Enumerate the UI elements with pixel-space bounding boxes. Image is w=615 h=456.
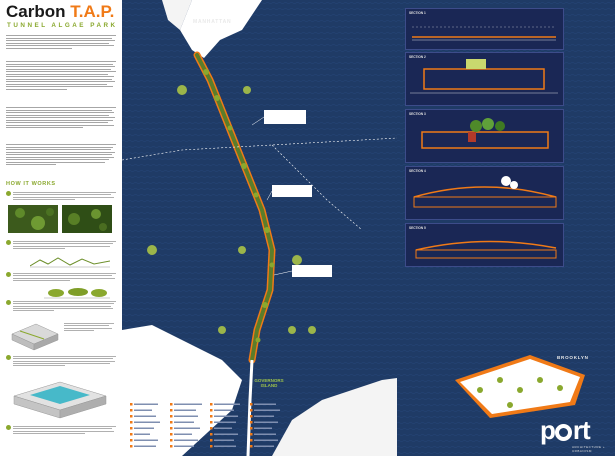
how-it-works-heading: HOW IT WORKS	[6, 181, 56, 187]
legend	[130, 401, 375, 451]
step-bullet-icon	[6, 425, 11, 430]
step-bullet-icon	[6, 191, 11, 196]
poster-title: Carbon T.A.P.	[6, 2, 114, 22]
algae-tank-diagram	[13, 381, 107, 419]
logo-letter-p: p	[540, 415, 556, 445]
manhattan-label: MANHATTAN	[193, 19, 232, 25]
body-paragraph-1	[6, 60, 116, 91]
step-bullet-icon	[6, 300, 11, 305]
title-main: Carbon	[6, 2, 66, 21]
map-drawing	[122, 0, 397, 456]
tunnel-cross-section-diagram	[11, 323, 59, 351]
section-5-panel: SECTION 5	[405, 223, 564, 267]
logo-tagline: ARCHITECTURE + URBANISM	[572, 445, 606, 453]
governors-island-label: GOVERNORS ISLAND	[254, 378, 284, 388]
section-label: SECTION 1	[409, 11, 426, 15]
governors-island-plan	[455, 355, 585, 418]
logo-o-ring	[555, 424, 573, 441]
section-label: SECTION 2	[409, 55, 426, 59]
logo-letters-rt: rt	[572, 415, 591, 445]
step-bullet-icon	[6, 355, 11, 360]
section-1-panel: SECTION 1	[405, 8, 564, 50]
step-bullet-icon	[6, 240, 11, 245]
canopy-diagram	[44, 288, 110, 299]
algae-photo-thumbnails	[8, 205, 112, 233]
poster-subtitle: TUNNEL ALGAE PARK	[7, 22, 118, 29]
section-4-panel: SECTION 4	[405, 166, 564, 220]
section-3-panel: SECTION 3	[405, 109, 564, 163]
left-text-column: Carbon T.A.P. TUNNEL ALGAE PARK	[0, 0, 122, 456]
step-bullet-icon	[6, 272, 11, 277]
terrain-diagram	[30, 257, 110, 268]
title-accent: T.A.P.	[70, 2, 115, 21]
body-paragraph-2	[6, 106, 116, 130]
section-label: SECTION 4	[409, 169, 426, 173]
section-label: SECTION 3	[409, 112, 426, 116]
legend-swatches	[130, 403, 280, 448]
section-label: SECTION 5	[409, 226, 426, 230]
step-4-notes	[64, 322, 114, 332]
section-2-panel: SECTION 2	[405, 52, 564, 106]
intro-paragraph	[6, 34, 116, 50]
body-paragraph-3	[6, 143, 116, 167]
brooklyn-label: BROOKLYN	[557, 355, 589, 360]
site-map	[122, 0, 397, 456]
